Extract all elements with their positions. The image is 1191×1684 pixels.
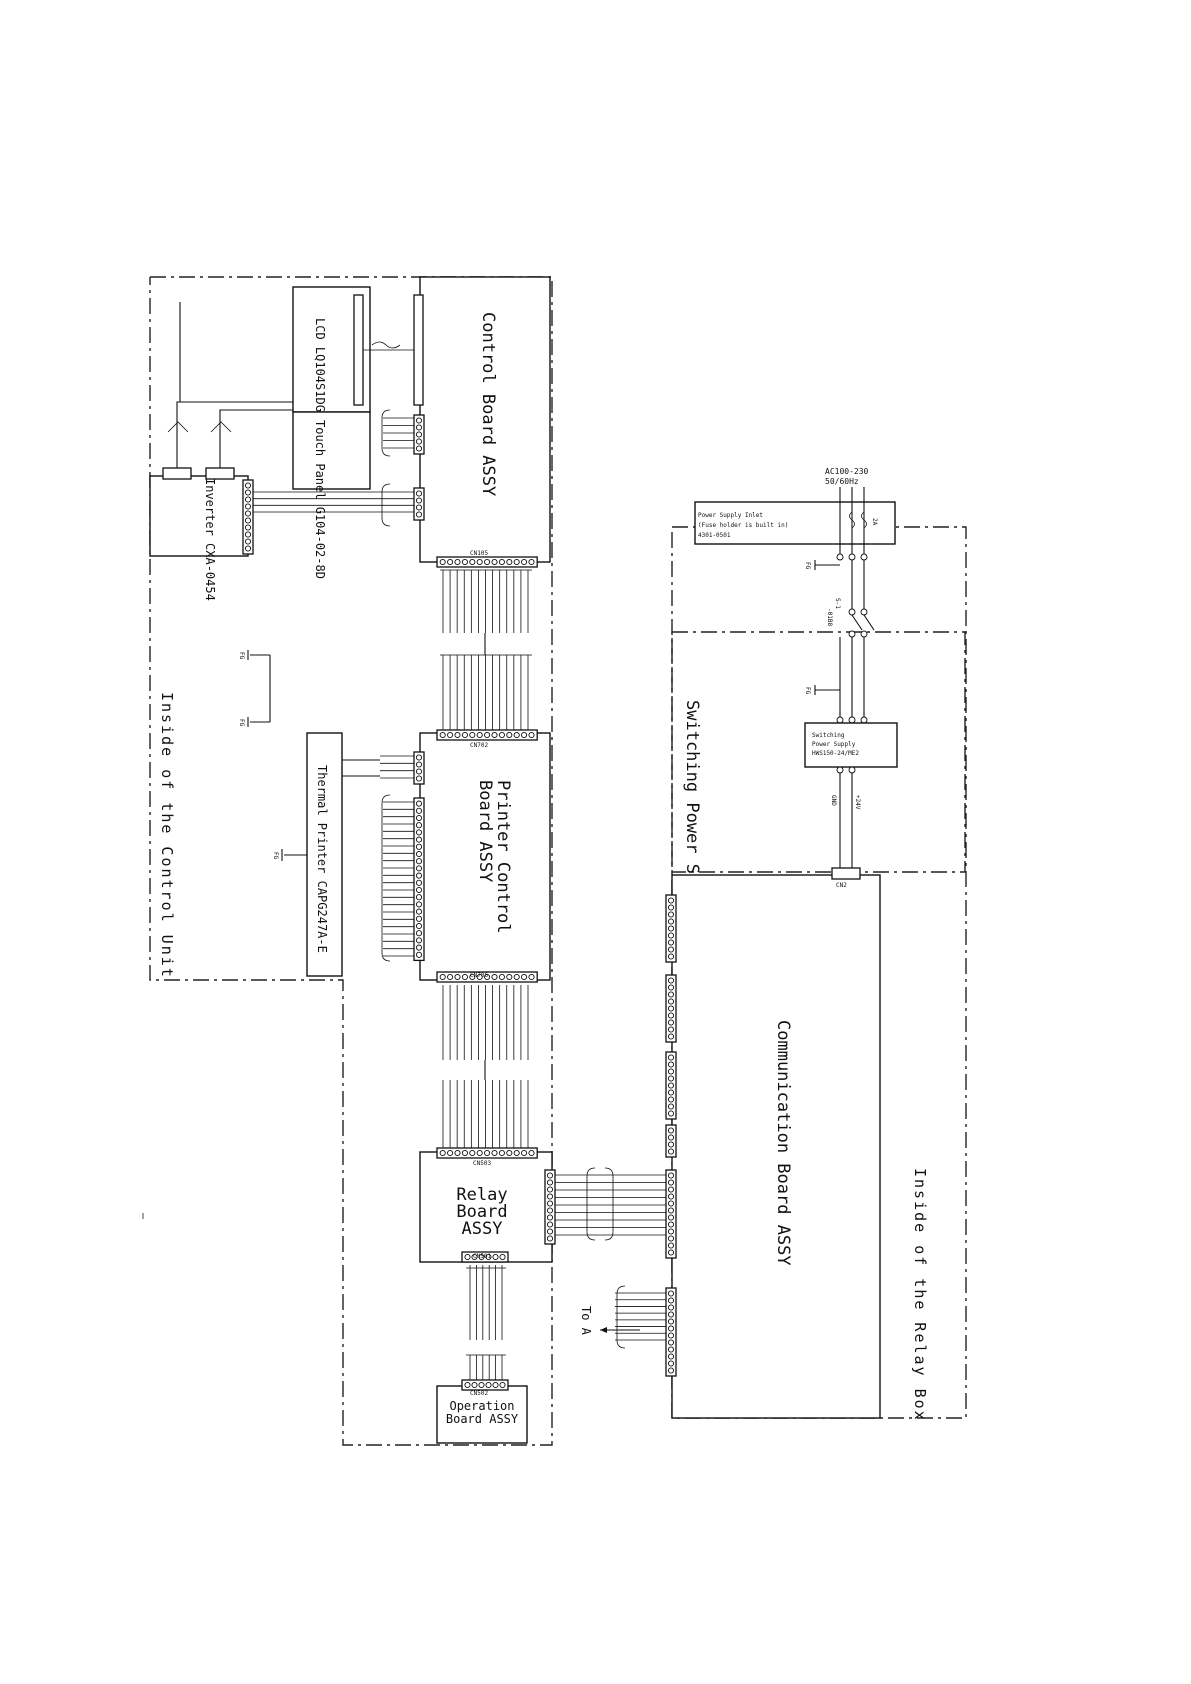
switching-psu-label-2: Power Supply — [812, 741, 856, 748]
thermal-printer-label: Thermal Printer CAPG247A-E — [315, 765, 329, 953]
control-touch-connector — [381, 409, 425, 457]
lcd-cable-break — [371, 341, 401, 349]
cn502-label: CN502 — [470, 1390, 488, 1397]
inverter-cn2 — [205, 467, 235, 480]
fuse-label: 2A — [871, 518, 878, 526]
relay-comm-connector — [544, 1169, 556, 1245]
relay-to-communication-bundle — [555, 1167, 666, 1241]
svg-text:-01B8: -01B8 — [826, 608, 833, 626]
cn503-label: CN503 — [473, 1160, 491, 1167]
control-to-printer-bundle — [440, 569, 532, 730]
relay-board-label-2: Board — [456, 1202, 507, 1222]
relay-to-operation-bundle — [466, 1265, 506, 1385]
svg-text:FG: FG — [804, 562, 811, 570]
psu-output-lines: GND +24V — [830, 766, 861, 870]
touch-panel-label: Touch Panel G104-02-8D — [313, 420, 327, 579]
inverter-cn1 — [162, 467, 192, 480]
relay-board-box — [419, 1151, 553, 1263]
backlight-arrows — [167, 421, 232, 433]
communication-board-label: Communication Board ASSY — [773, 1020, 793, 1266]
printer-long-connector — [381, 794, 425, 962]
control-board-label: Control Board ASSY — [478, 312, 498, 496]
control-lcd-connector — [413, 294, 424, 406]
inverter-box — [149, 475, 249, 557]
to-a-label: To A — [579, 1306, 593, 1336]
cn702-connector — [436, 729, 538, 741]
cn2-psu-connector — [831, 867, 861, 880]
to-a-arrow — [600, 1327, 607, 1333]
printer-control-board-label-2: Board ASSY — [475, 780, 495, 882]
touch-panel-box — [292, 411, 371, 490]
control-inverter-connector — [381, 483, 425, 527]
communication-relay-connector — [665, 1169, 677, 1259]
cn706-label: CN706 — [470, 972, 488, 979]
control-unit-label: Inside of the Control Unit — [158, 692, 176, 979]
operation-board-label-1: Operation — [449, 1399, 514, 1413]
cn706-connector — [436, 971, 538, 983]
cn502-connector — [461, 1379, 509, 1391]
psu-input-lines: FG — [804, 637, 868, 724]
power-inlet-label-1: Power Supply Inlet — [698, 512, 763, 519]
relay-board-label-3: ASSY — [462, 1219, 503, 1239]
communication-to-a-connector — [615, 1285, 677, 1377]
cn2-psu-label: CN2 — [836, 882, 847, 889]
power-inlet-box — [694, 501, 896, 545]
ac-input-label-2: 50/60Hz — [825, 477, 859, 486]
svg-text:FG: FG — [804, 687, 811, 695]
power-inlet-label-2: (Fuse holder is built in) — [698, 522, 788, 529]
printer-small-connector — [342, 751, 425, 785]
relay-box-label: Inside of the Relay Box — [911, 1168, 929, 1422]
svg-text:FG: FG — [238, 719, 245, 727]
backlight-wire-2 — [219, 409, 293, 468]
control-unit-region — [149, 276, 553, 1446]
ac-input-lines: FG — [804, 487, 868, 570]
printer-control-board-label-1: Printer Control — [493, 780, 513, 934]
printer-to-relay-bundle — [442, 985, 529, 1150]
relay-board-label-1: Relay — [456, 1185, 507, 1205]
printer-control-board-box — [419, 732, 551, 981]
cn501-connector — [461, 1251, 509, 1263]
svg-text:FG: FG — [238, 652, 245, 660]
backlight-wire-1 — [176, 302, 181, 468]
svg-text:FG: FG — [272, 852, 279, 860]
inverter-label: Inverter CXA-0454 — [203, 478, 217, 601]
svg-text:GND: GND — [830, 795, 837, 806]
svg-text:+24V: +24V — [854, 795, 861, 810]
cn501-label: CN501 — [473, 1253, 491, 1260]
svg-text:S-1: S-1 — [834, 598, 841, 609]
inverter-connector — [242, 479, 414, 555]
cn702-label: CN702 — [470, 742, 488, 749]
ac-input-label-1: AC100-230 — [825, 467, 869, 476]
operation-board-label-2: Board ASSY — [446, 1412, 519, 1426]
switching-psu-region — [671, 631, 966, 873]
fg-ground-pair: FG FG — [238, 650, 271, 727]
switching-psu-label-3: HWS150-24/ME2 — [812, 750, 859, 757]
communication-board-box — [671, 874, 881, 1419]
cn105-connector — [436, 556, 538, 568]
control-board-box — [419, 276, 551, 563]
switching-psu-label-1: Switching — [812, 732, 845, 739]
cn105-label: CN105 — [470, 550, 488, 557]
cn503-connector — [436, 1147, 538, 1159]
communication-ports — [665, 894, 677, 1158]
lcd-label: LCD LQ104S1DG71 — [313, 318, 327, 426]
printer-fg: FG — [272, 849, 307, 861]
lcd-connector — [353, 294, 364, 406]
power-inlet-label-3: 4301-0501 — [698, 532, 731, 539]
operation-board-box — [436, 1385, 528, 1444]
power-switch: S-1 -01B8 — [826, 560, 875, 638]
